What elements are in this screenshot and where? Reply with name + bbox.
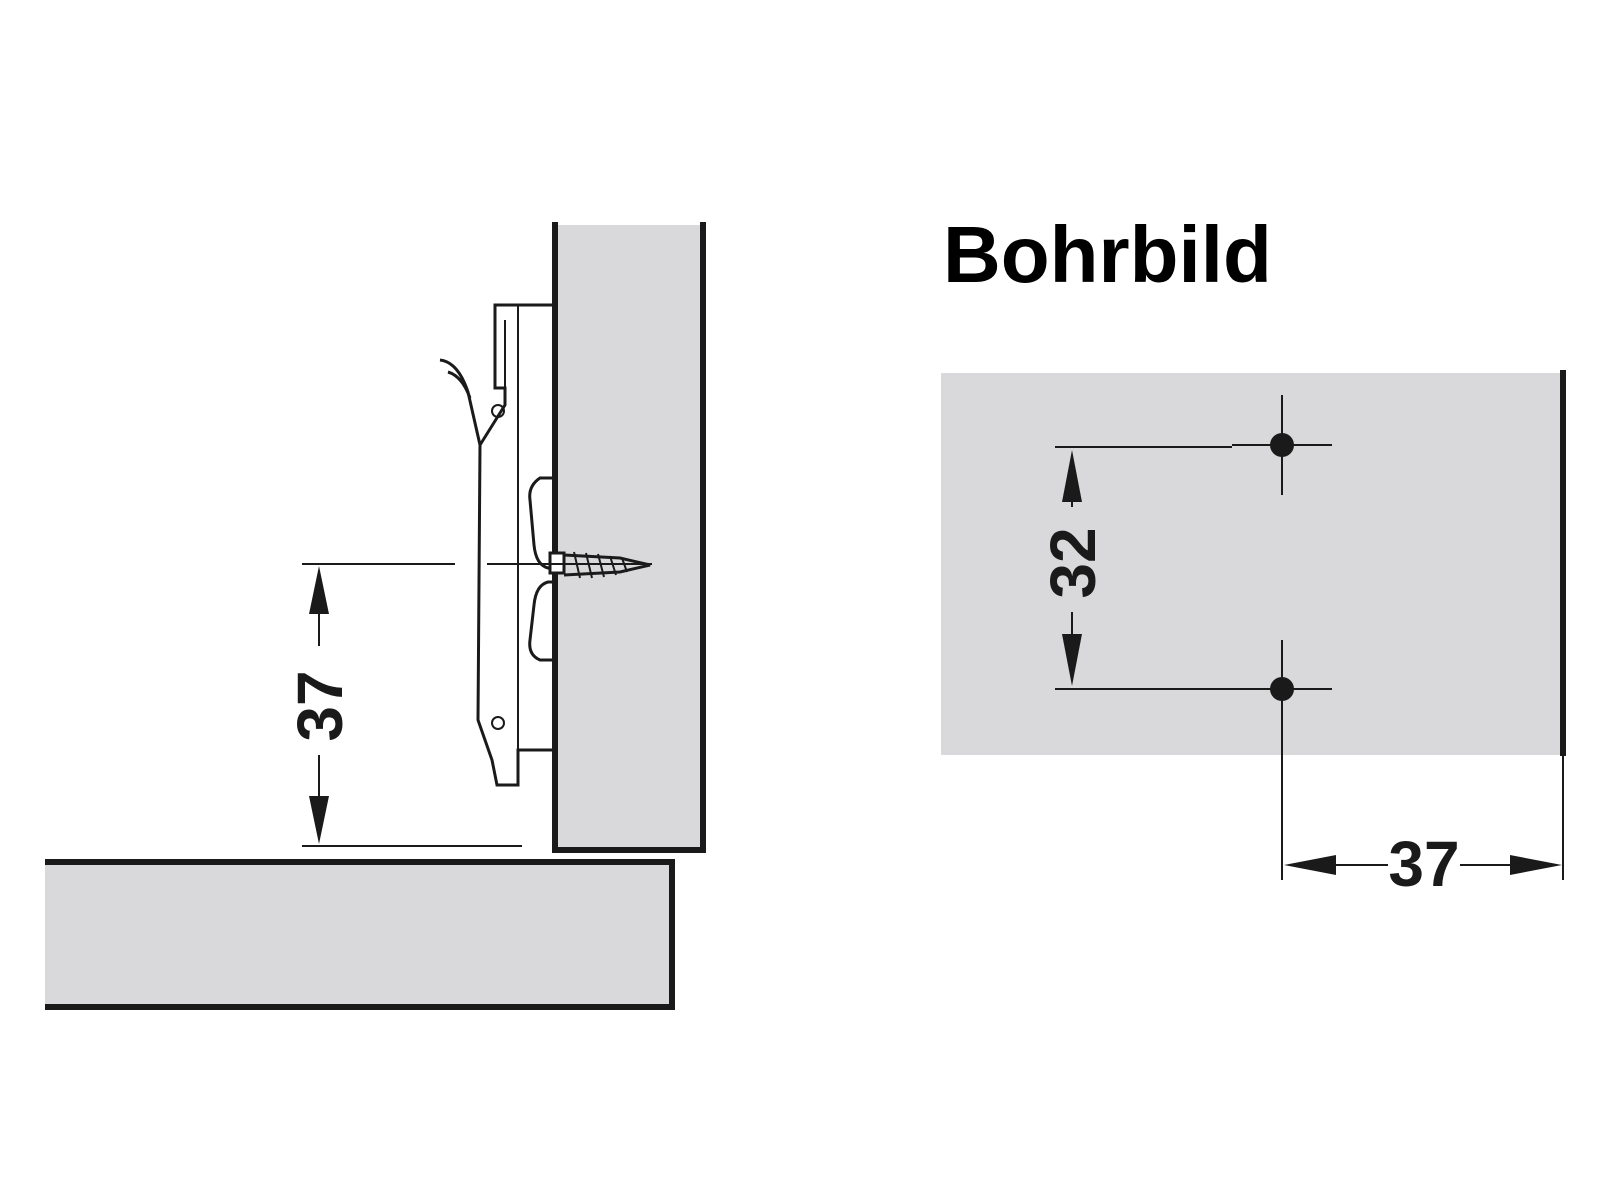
dimension-37-vertical: 37 [284,563,652,847]
drill-hole-top [1232,395,1332,495]
drill-hole-bottom [1232,640,1332,880]
dimension-37-horizontal: 37 [1284,756,1564,900]
dimension-label-32: 32 [1037,527,1109,598]
drill-pattern: Bohrbild 32 [941,210,1566,900]
dimension-32-vertical: 32 [1037,446,1232,690]
dimension-label-37-bottom: 37 [1388,828,1459,900]
cabinet-side-panel [552,222,706,853]
drill-pattern-title: Bohrbild [943,210,1272,299]
door-panel [45,859,675,1010]
drill-panel [941,370,1566,756]
dimension-label-37-side: 37 [284,670,356,741]
side-view: 37 [45,222,706,1010]
